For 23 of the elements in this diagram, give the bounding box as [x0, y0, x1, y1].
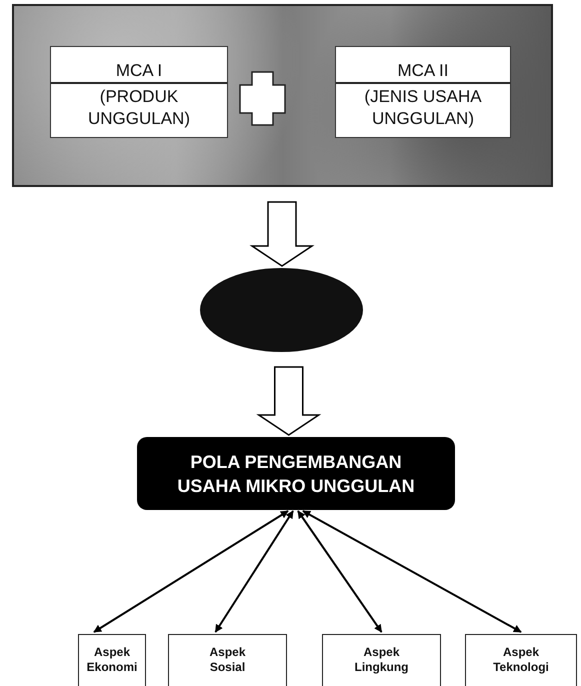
- arrow: [214, 510, 294, 633]
- box-text: (JENIS USAHA UNGGULAN): [363, 86, 483, 130]
- arrow: [302, 510, 522, 633]
- result-title: POLA PENGEMBANGAN USAHA MIKRO UNGGULAN: [176, 450, 416, 498]
- criteria-box: [335, 46, 511, 138]
- aspect-label: Aspek Ekonomi: [86, 645, 138, 676]
- box-heading: MCA II: [336, 47, 510, 84]
- aspect-box: [78, 634, 146, 686]
- aspect-label: Aspek Sosial: [208, 645, 247, 676]
- textured-panel: [12, 4, 553, 187]
- criteria-box: [50, 46, 228, 138]
- aspect-label: Aspek Teknologi: [492, 645, 550, 676]
- box-heading: MCA I: [51, 47, 227, 84]
- result-box: [137, 437, 455, 510]
- aspect-label: Aspek Lingkung: [354, 645, 410, 676]
- block-arrow: [250, 201, 314, 267]
- aspect-box: [322, 634, 441, 686]
- block-arrow: [256, 366, 322, 436]
- aspect-box: [465, 634, 577, 686]
- arrow: [93, 510, 289, 633]
- box-text: (PRODUK UNGGULAN): [86, 86, 191, 130]
- arrow: [297, 510, 382, 633]
- aspect-box: [168, 634, 287, 686]
